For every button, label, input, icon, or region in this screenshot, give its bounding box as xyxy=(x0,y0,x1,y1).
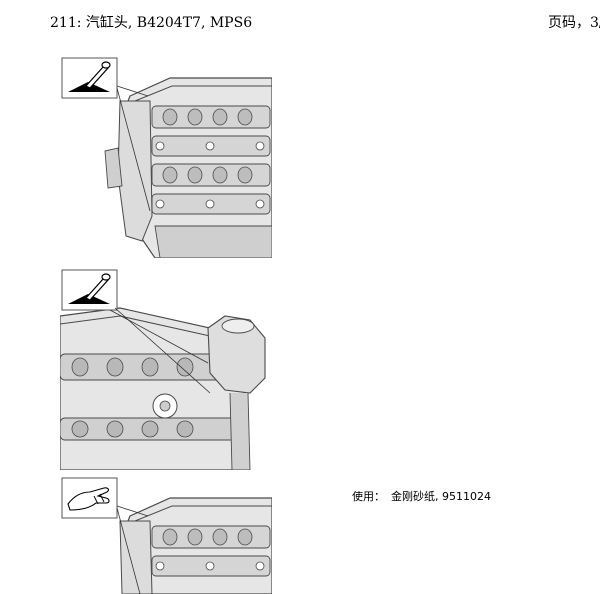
engine-figure-1 xyxy=(60,56,272,258)
tool-note: 使用： 金刚砂纸, 9511024 xyxy=(352,488,491,504)
tool-note-label: 使用： xyxy=(352,490,385,503)
engine-figure-3 xyxy=(60,476,272,594)
engine-figure-2 xyxy=(60,268,272,470)
page-number: 页码，3/ xyxy=(548,15,600,31)
section-title: 211: 汽缸头, B4204T7, MPS6 xyxy=(50,15,253,31)
tool-note-value: 金刚砂纸, 9511024 xyxy=(391,490,491,503)
